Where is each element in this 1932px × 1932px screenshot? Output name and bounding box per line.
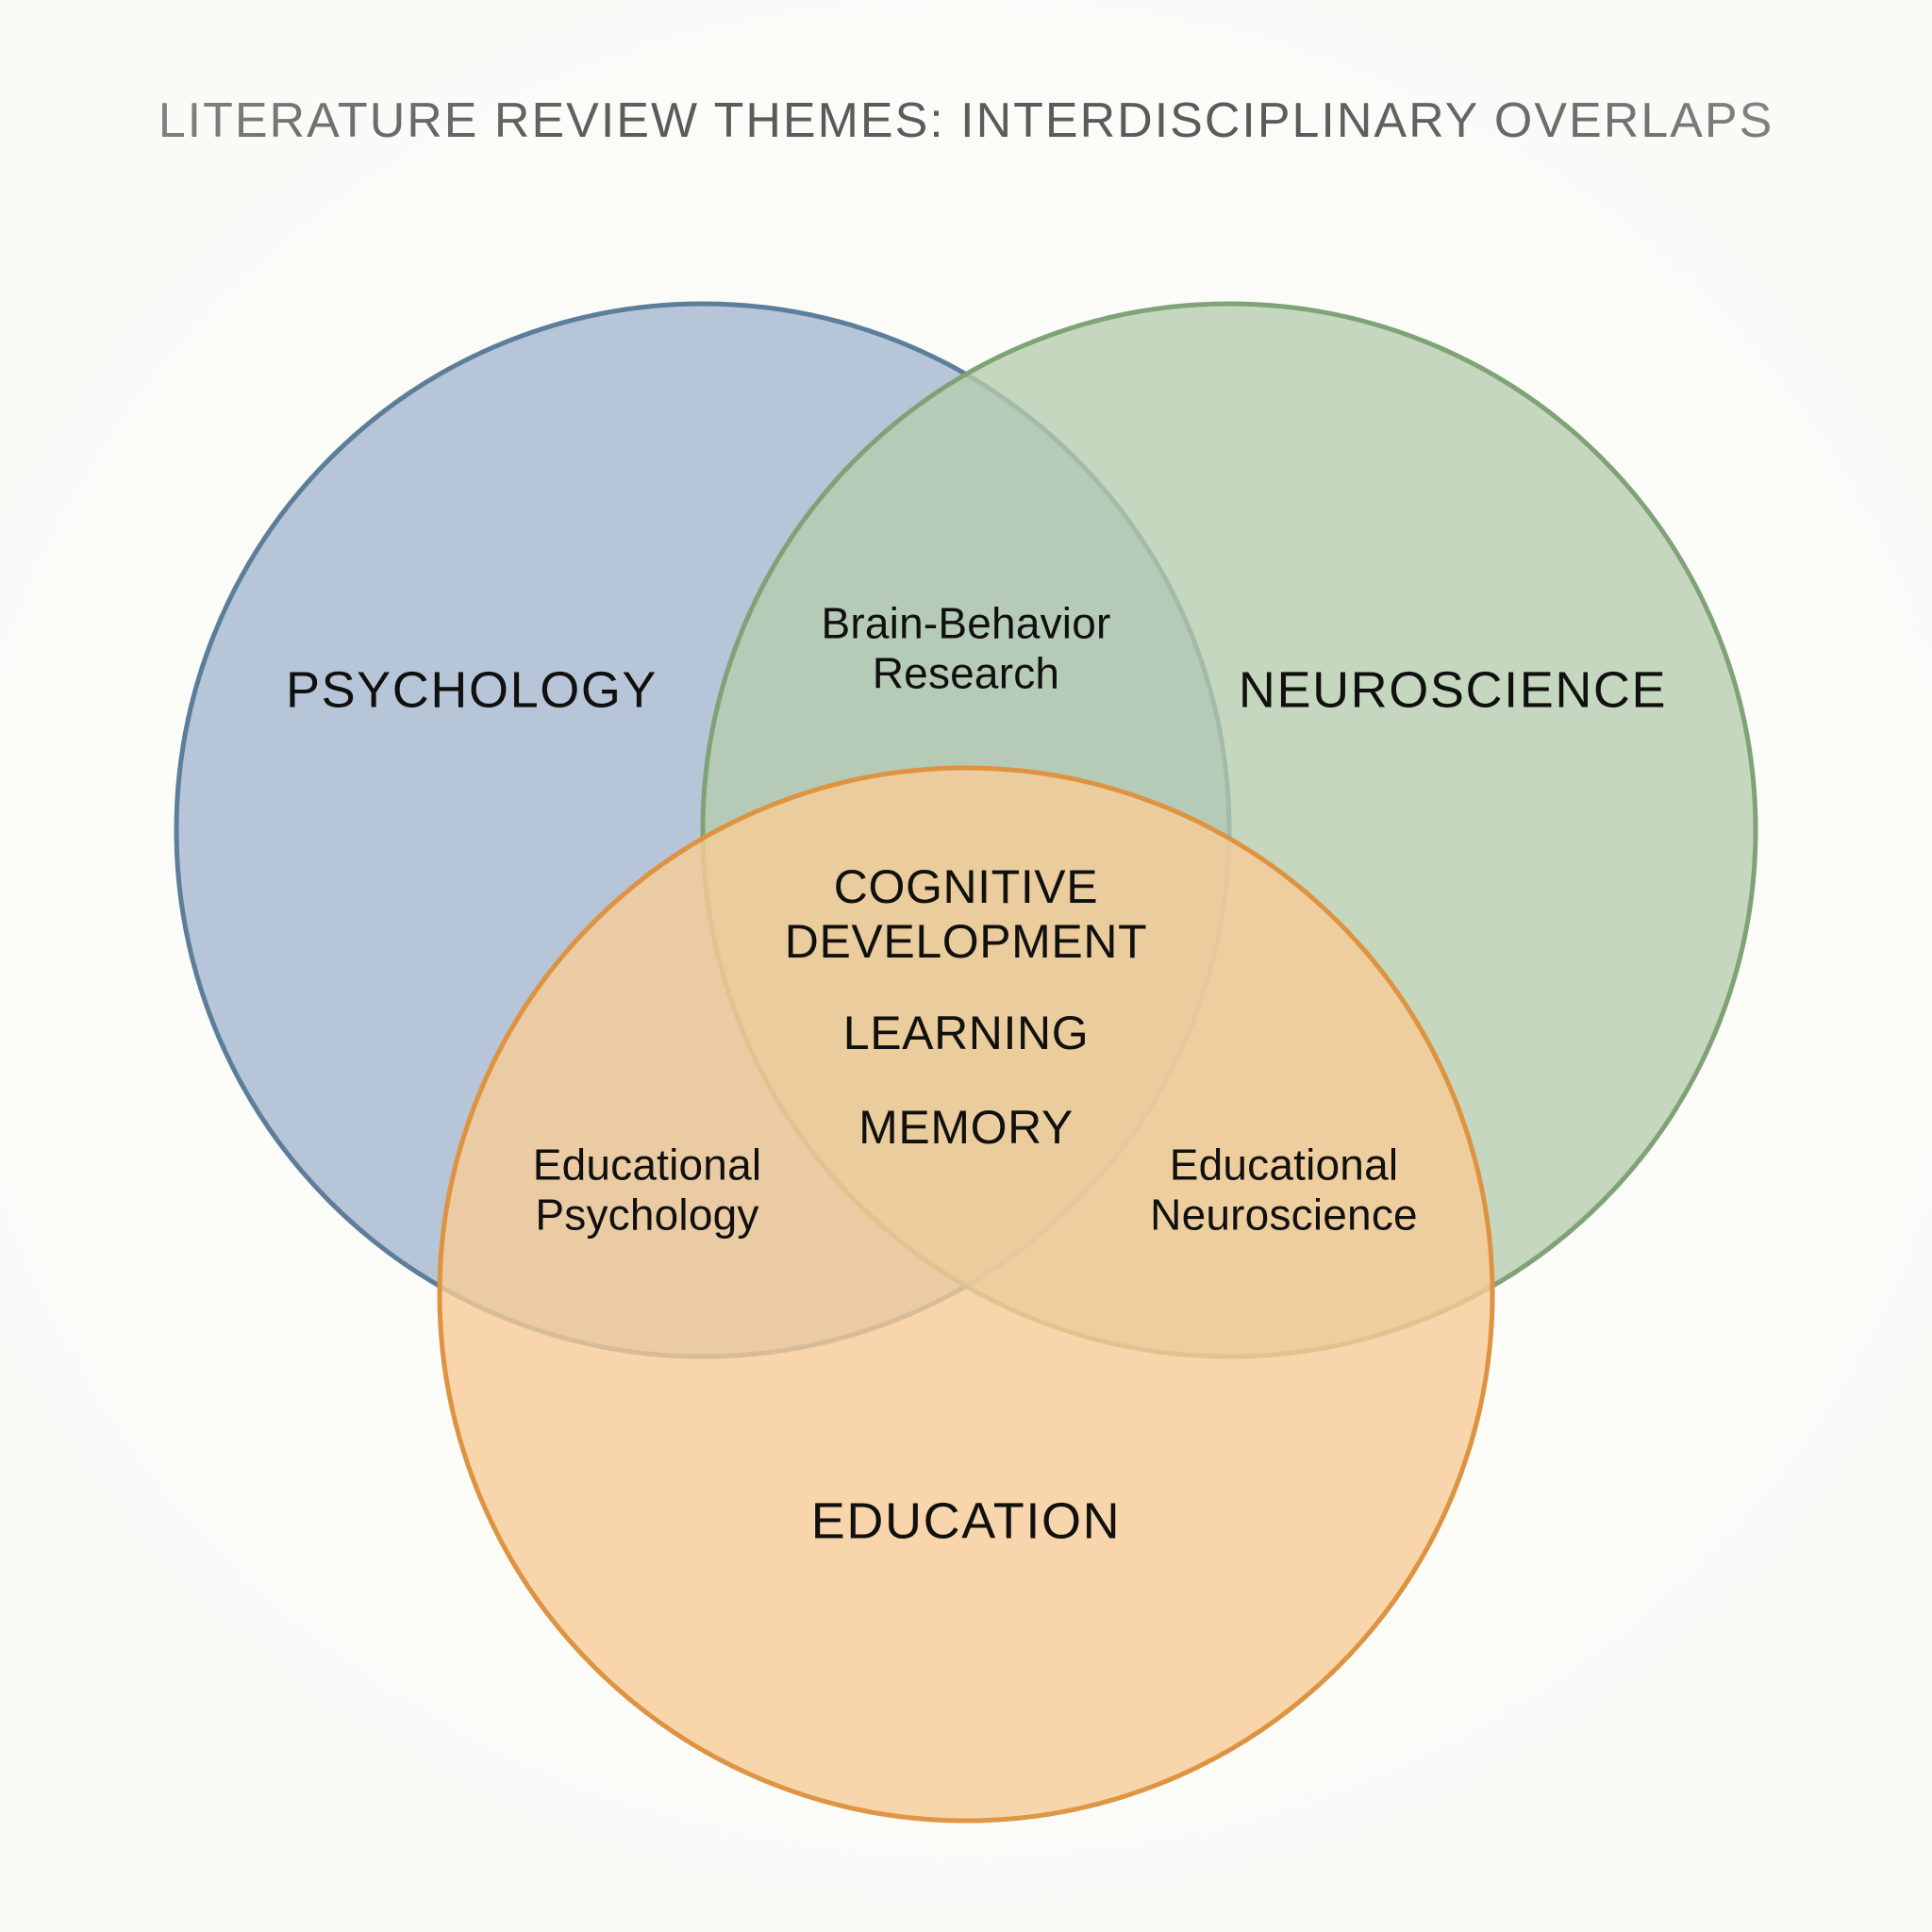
venn-circle-education: [437, 765, 1495, 1824]
page-title: LITERATURE REVIEW THEMES: INTERDISCIPLIN…: [158, 93, 1774, 148]
circle-education: [437, 765, 1495, 1824]
